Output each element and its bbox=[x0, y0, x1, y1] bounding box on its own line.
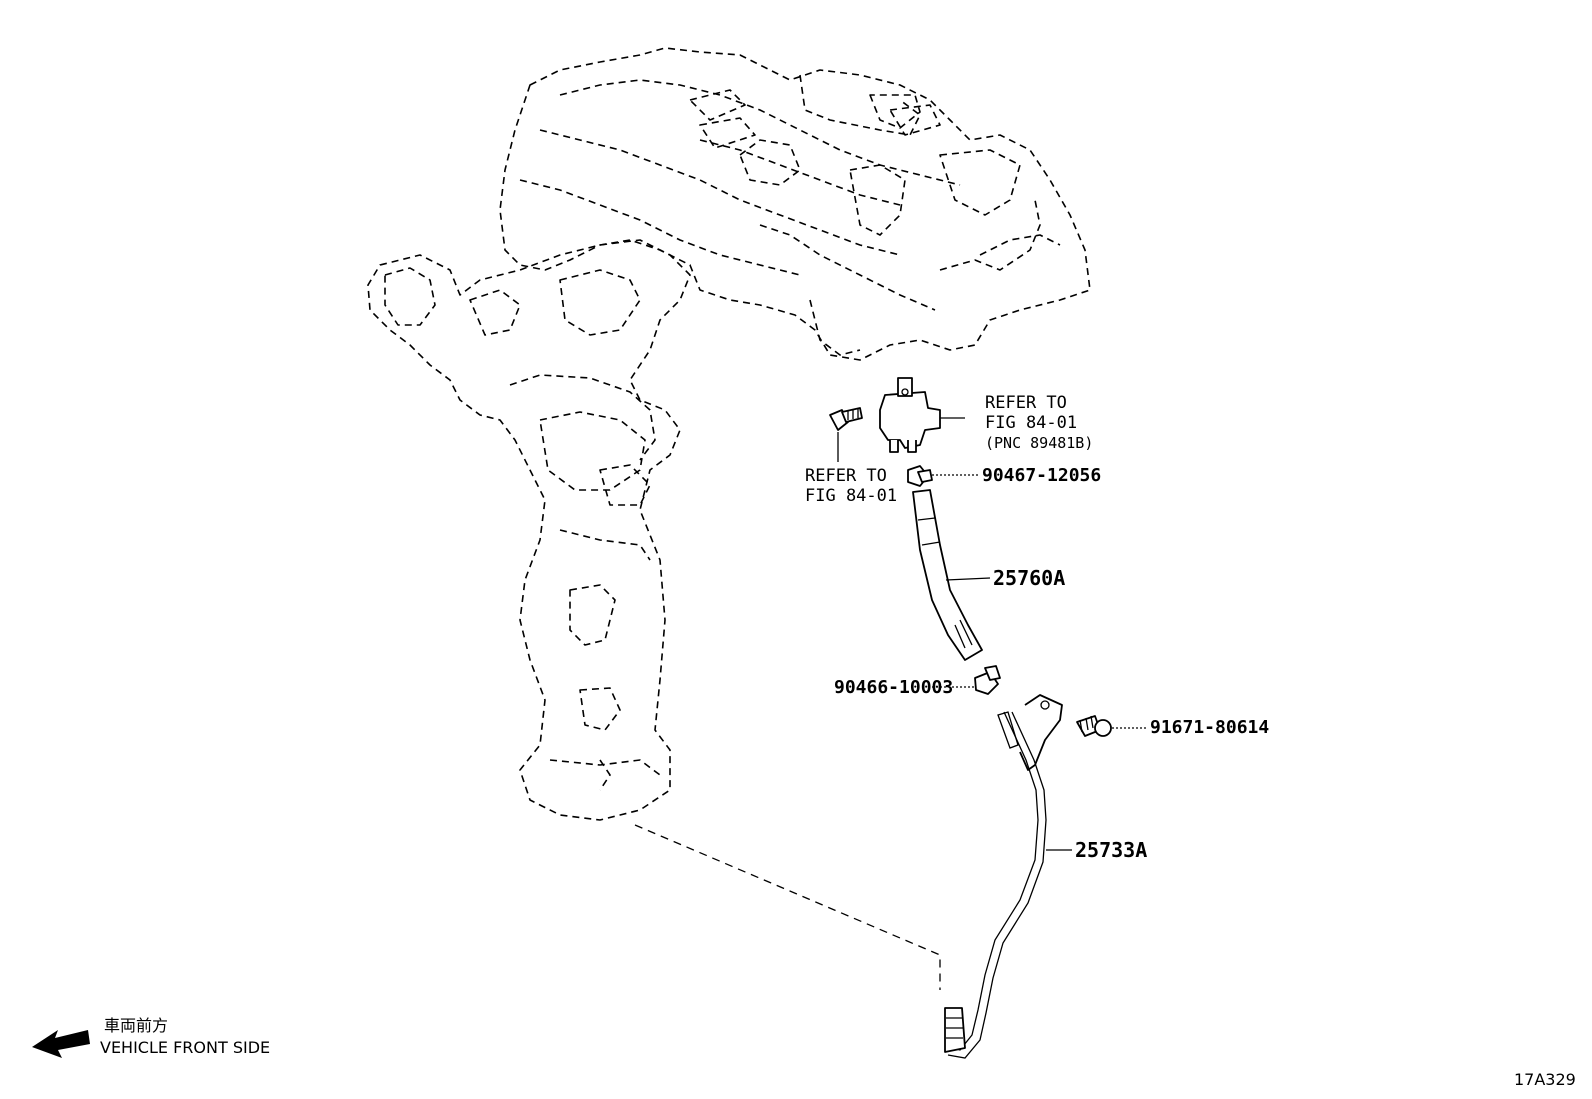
engine-outline bbox=[499, 47, 1091, 361]
figure-code: 17A329 bbox=[1514, 1070, 1576, 1089]
clip-top bbox=[907, 465, 980, 487]
sensor-bolt bbox=[829, 407, 863, 462]
part-number-pipe[interactable]: 25733A bbox=[1075, 838, 1148, 862]
refer-top-label: REFER TO FIG 84-01 (PNC 89481B) bbox=[985, 393, 1093, 453]
pressure-sensor bbox=[879, 377, 965, 453]
refer-left-line1: REFER TO bbox=[805, 466, 887, 486]
refer-left-label: REFER TO FIG 84-01 bbox=[805, 466, 897, 506]
pressure-pipe bbox=[944, 694, 1072, 1059]
left-arrow-icon bbox=[32, 1030, 90, 1058]
part-number-clip-top[interactable]: 90467-12056 bbox=[982, 465, 1102, 486]
refer-top-line1: REFER TO bbox=[985, 393, 1067, 413]
clip-bottom bbox=[932, 665, 1001, 695]
refer-left-line2: FIG 84-01 bbox=[805, 486, 898, 506]
legend-english: VEHICLE FRONT SIDE bbox=[100, 1038, 271, 1057]
refer-top-line2: FIG 84-01 bbox=[985, 413, 1078, 433]
legend-japanese: 車両前方 bbox=[104, 1016, 169, 1035]
bracket-bolt bbox=[1076, 715, 1148, 737]
exhaust-manifold-outline bbox=[367, 239, 691, 821]
part-number-hose[interactable]: 25760A bbox=[993, 566, 1066, 590]
refer-top-line3: (PNC 89481B) bbox=[985, 434, 1094, 452]
vacuum-hose bbox=[912, 489, 991, 661]
connection-line bbox=[634, 824, 941, 990]
part-number-bolt[interactable]: 91671-80614 bbox=[1150, 717, 1270, 738]
part-number-clip-bottom[interactable]: 90466-10003 bbox=[834, 677, 954, 698]
